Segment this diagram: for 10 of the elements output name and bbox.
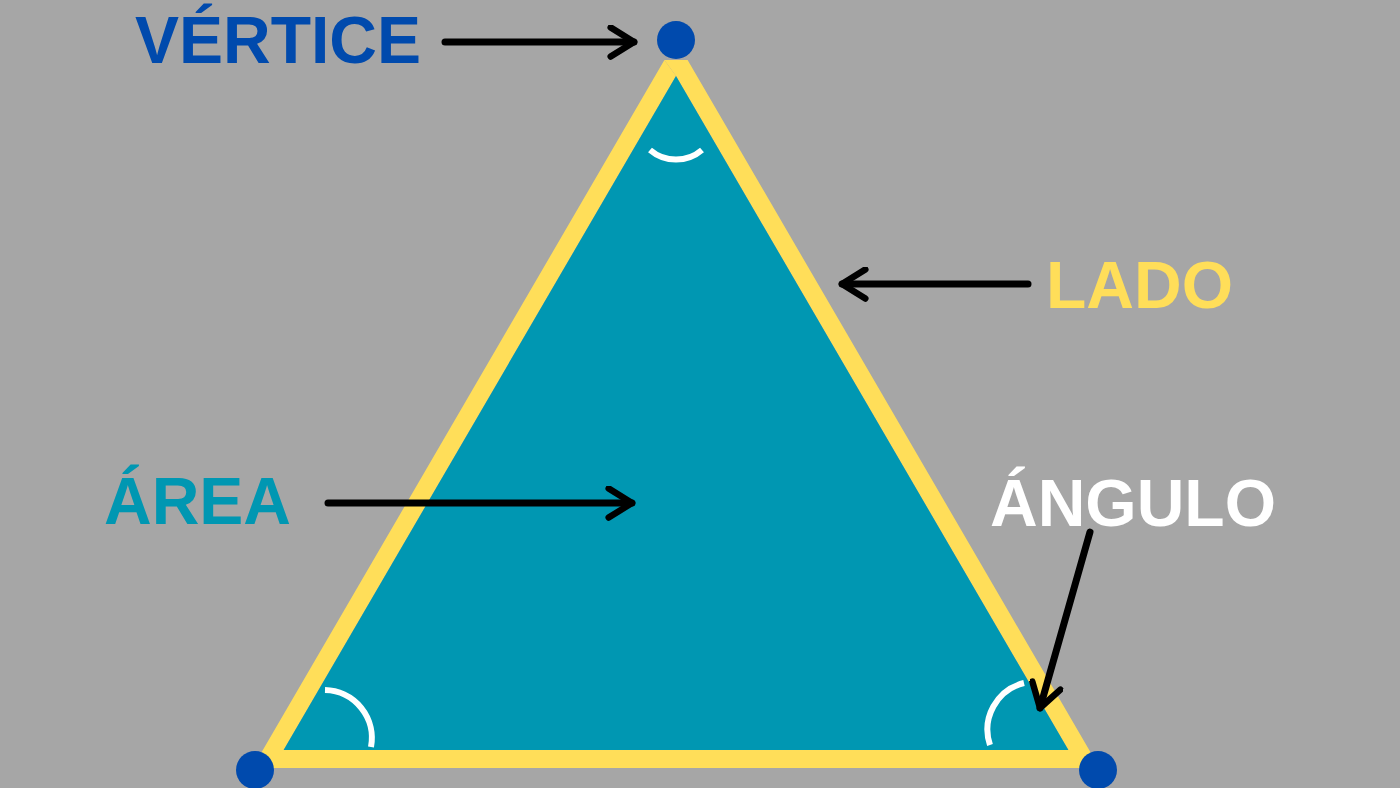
leader-arrow — [441, 24, 638, 60]
part-label: ÁNGULO — [990, 468, 1276, 538]
angle-arc — [984, 680, 1025, 746]
leader-arrow — [324, 485, 636, 521]
part-label: VÉRTICE — [135, 5, 422, 75]
vertex-dot — [657, 21, 695, 59]
part-label: ÁREA — [104, 466, 291, 536]
leader-arrow — [838, 266, 1032, 302]
leader-arrow — [1029, 528, 1094, 712]
part-label: LADO — [1046, 250, 1233, 320]
